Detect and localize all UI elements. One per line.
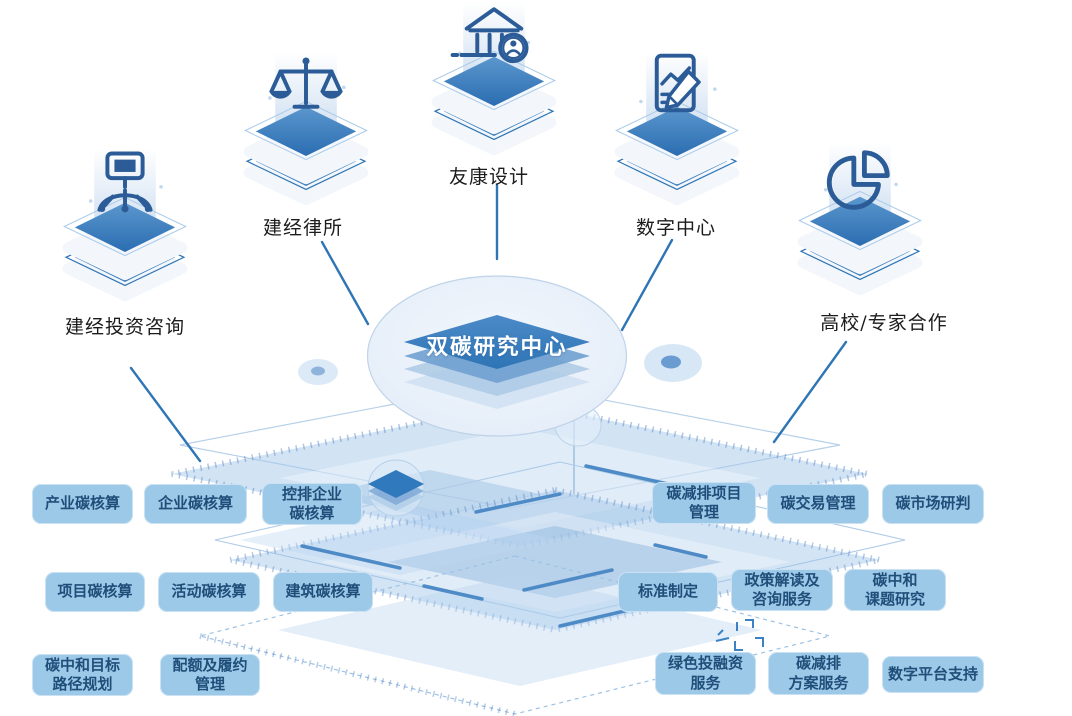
icon-stack <box>797 142 923 296</box>
icon-stack <box>243 52 369 206</box>
partner-node-college <box>794 142 926 303</box>
center-hub-graphic <box>366 275 628 437</box>
dot-decoration-right <box>644 344 702 382</box>
icon-stack <box>614 52 740 206</box>
pie-chart-icon <box>826 150 890 210</box>
capability-box: 标准制定 <box>618 572 718 612</box>
capability-box: 数字平台支持 <box>882 656 984 693</box>
dot-decoration-left <box>298 359 338 385</box>
partner-label-digital: 数字中心 <box>635 217 717 239</box>
capability-box: 活动碳核算 <box>158 572 260 612</box>
capability-box: 企业碳核算 <box>144 484 247 524</box>
center-layer-stack <box>404 315 590 409</box>
center-title: 双碳研究中心 <box>426 335 568 360</box>
bank-building-icon <box>450 7 529 64</box>
partner-node-digital <box>611 52 743 213</box>
schematic-doodle <box>715 619 764 651</box>
partner-node-invest <box>59 148 191 309</box>
capability-box: 产业碳核算 <box>32 484 133 524</box>
partner-node-design <box>428 2 560 163</box>
icon-stack <box>62 148 188 302</box>
platform-accent-lines <box>300 464 708 628</box>
icon-stack <box>431 2 557 156</box>
capability-box: 碳交易管理 <box>767 484 869 524</box>
capability-box: 碳减排 方案服务 <box>768 652 869 695</box>
capability-box: 碳减排项目 管理 <box>652 482 756 524</box>
capability-box: 碳中和目标 路径规划 <box>32 654 133 696</box>
scales-of-justice-icon <box>269 57 343 109</box>
partner-label-college: 高校/专家合作 <box>820 312 948 334</box>
capability-box: 配额及履约 管理 <box>160 654 260 696</box>
capability-box: 政策解读及 咨询服务 <box>731 569 833 611</box>
partner-connector-lines <box>129 183 848 463</box>
capability-box: 项目碳核算 <box>45 572 145 612</box>
partner-node-law <box>240 52 372 213</box>
capability-box: 碳中和 课题研究 <box>844 569 946 611</box>
surveying-instrument-icon <box>97 151 153 213</box>
capability-box: 建筑碳核算 <box>273 572 373 612</box>
capability-box: 控排企业 碳核算 <box>262 483 362 525</box>
report-pencil-icon <box>654 53 701 113</box>
partner-label-law: 建经律所 <box>262 217 344 239</box>
capability-box: 绿色投融资 服务 <box>655 652 756 695</box>
mini-layer-stack <box>367 459 425 517</box>
partner-label-invest: 建经投资咨询 <box>64 316 186 338</box>
capability-box: 碳市场研判 <box>882 484 984 524</box>
partner-label-design: 友康设计 <box>448 166 530 188</box>
